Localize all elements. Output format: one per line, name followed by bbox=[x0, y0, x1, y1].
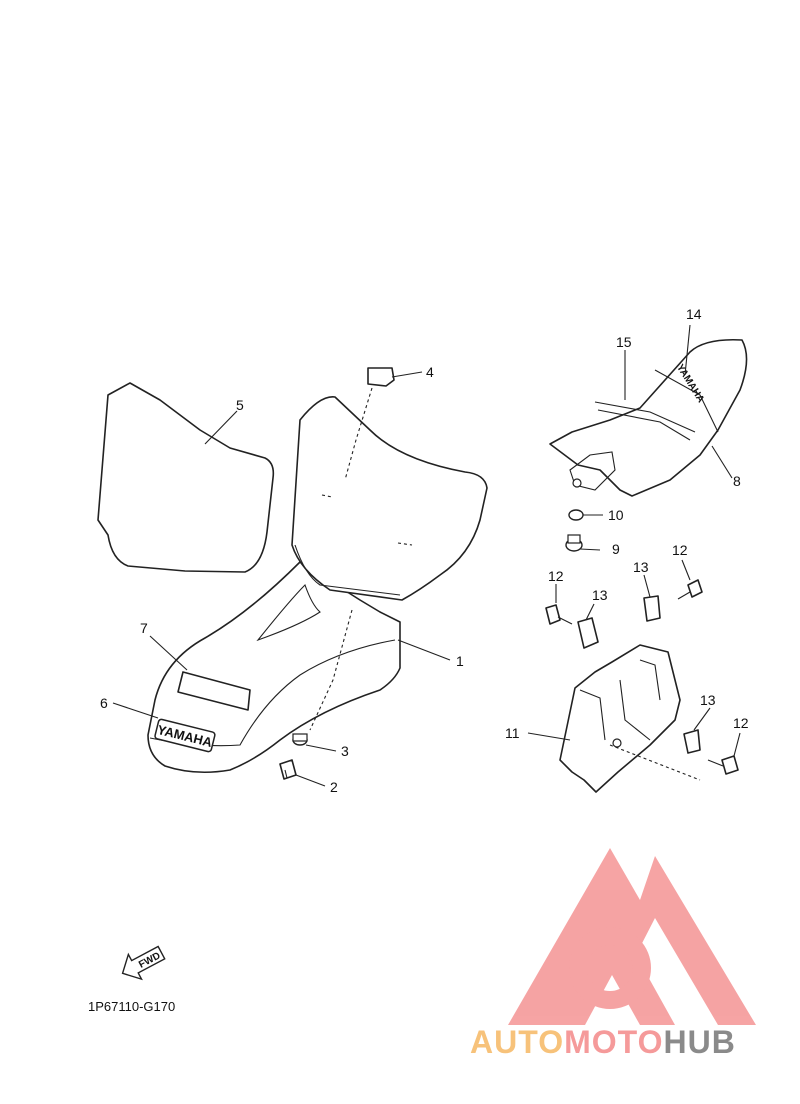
watermark-moto: MOTO bbox=[564, 1024, 663, 1060]
callout-14: 14 bbox=[686, 306, 702, 322]
callout-1: 1 bbox=[456, 653, 464, 669]
callout-2: 2 bbox=[330, 779, 338, 795]
callout-9: 9 bbox=[612, 541, 620, 557]
automotohub-logo-icon bbox=[508, 848, 756, 1025]
seat-cover-part-14 bbox=[654, 369, 719, 433]
body-cover-inner-cut bbox=[256, 583, 321, 642]
bolt-part-9 bbox=[565, 534, 583, 552]
callout-4: 4 bbox=[426, 364, 434, 380]
callout-5: 5 bbox=[236, 397, 244, 413]
callout-13-a: 13 bbox=[592, 587, 608, 603]
bracket-part-11 bbox=[559, 644, 681, 793]
seat-strip-part-15 bbox=[594, 401, 696, 433]
number-plate-rim bbox=[294, 544, 401, 596]
callout-6: 6 bbox=[100, 695, 108, 711]
callout-11: 11 bbox=[505, 725, 520, 741]
clip-part-13-b bbox=[643, 595, 661, 622]
watermark-hub: HUB bbox=[663, 1024, 735, 1060]
callout-7: 7 bbox=[140, 620, 148, 636]
bolt-part-2 bbox=[279, 759, 297, 780]
callout-12-b: 12 bbox=[672, 542, 688, 558]
callout-12-c: 12 bbox=[733, 715, 749, 731]
bolt-part-12-c bbox=[707, 755, 739, 775]
clip-part-13-a bbox=[577, 617, 599, 649]
bolt-part-12-a bbox=[545, 604, 573, 625]
body-cover-part-1 bbox=[147, 561, 401, 774]
fwd-arrow-icon: FWD bbox=[121, 945, 166, 981]
nut-part-10 bbox=[568, 509, 584, 521]
callout-12-a: 12 bbox=[548, 568, 564, 584]
seat-part-8 bbox=[549, 338, 748, 497]
collar-part-3 bbox=[292, 733, 308, 746]
watermark-auto: AUTO bbox=[470, 1024, 564, 1060]
callout-3: 3 bbox=[341, 743, 349, 759]
callout-8: 8 bbox=[733, 473, 741, 489]
bolt-part-12-b bbox=[677, 579, 703, 600]
number-plate-cover bbox=[291, 396, 488, 601]
grommet-part-4 bbox=[367, 367, 395, 387]
fwd-label: FWD bbox=[137, 950, 162, 970]
callout-15: 15 bbox=[616, 334, 632, 350]
callout-13-b: 13 bbox=[633, 559, 649, 575]
callout-13-c: 13 bbox=[700, 692, 716, 708]
decal-part-7 bbox=[177, 671, 251, 711]
clip-part-13-c bbox=[683, 729, 701, 754]
watermark-text: AUTOMOTOHUB bbox=[470, 1024, 736, 1060]
callout-10: 10 bbox=[608, 507, 624, 523]
diagram-code: 1P67110-G170 bbox=[88, 999, 175, 1014]
side-panel-part-5 bbox=[97, 382, 275, 573]
